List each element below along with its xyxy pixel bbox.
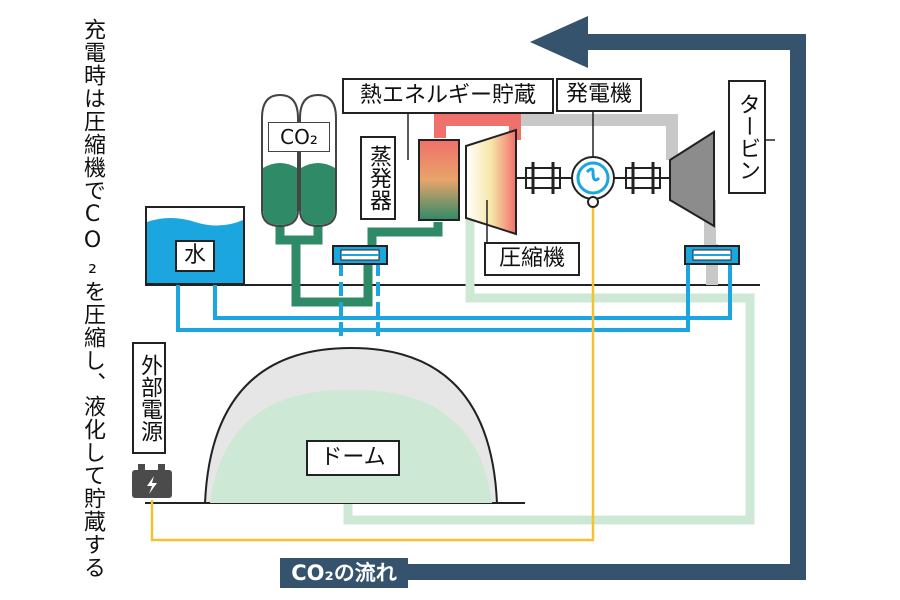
water-label: 水: [175, 240, 215, 272]
co2-green-pipes: [275, 222, 443, 307]
evaporator-unit: [332, 245, 388, 265]
gray-pipe-top: [515, 114, 678, 160]
co2-flow-label: CO₂の流れ: [280, 558, 408, 588]
leader-lines: [407, 108, 775, 242]
power-line: [150, 200, 595, 542]
dome: [203, 346, 499, 504]
generator: [571, 156, 615, 208]
co2-tank-label: CO₂: [268, 122, 330, 152]
vertical-title: 充電時は圧縮機でCO₂を圧縮し、液化して貯蔵する: [80, 18, 105, 579]
heat-storage-label: 熱エネルギー貯蔵: [342, 78, 554, 114]
turbine-body: [669, 130, 715, 228]
pale-green-pipe: [343, 165, 755, 525]
dome-label: ドーム: [306, 440, 400, 476]
drive-shaft: [516, 162, 670, 194]
turbine-label: タービン: [728, 80, 766, 194]
evaporator-label: 蒸発器: [360, 136, 396, 220]
co2-flow-arrow: [280, 16, 806, 580]
turbine-cooler-unit: [684, 245, 740, 265]
sine-wave-icon: [585, 167, 601, 182]
battery-icon: [132, 464, 172, 498]
co2-tanks: [261, 93, 337, 228]
heat-storage-block: [418, 139, 460, 221]
compressor-body: [465, 128, 517, 236]
water-blue-pipes: [176, 262, 732, 340]
generator-label: 発電機: [556, 78, 642, 112]
external-power-label: 外部電源: [132, 342, 166, 454]
compressor-label: 圧縮機: [484, 242, 580, 276]
